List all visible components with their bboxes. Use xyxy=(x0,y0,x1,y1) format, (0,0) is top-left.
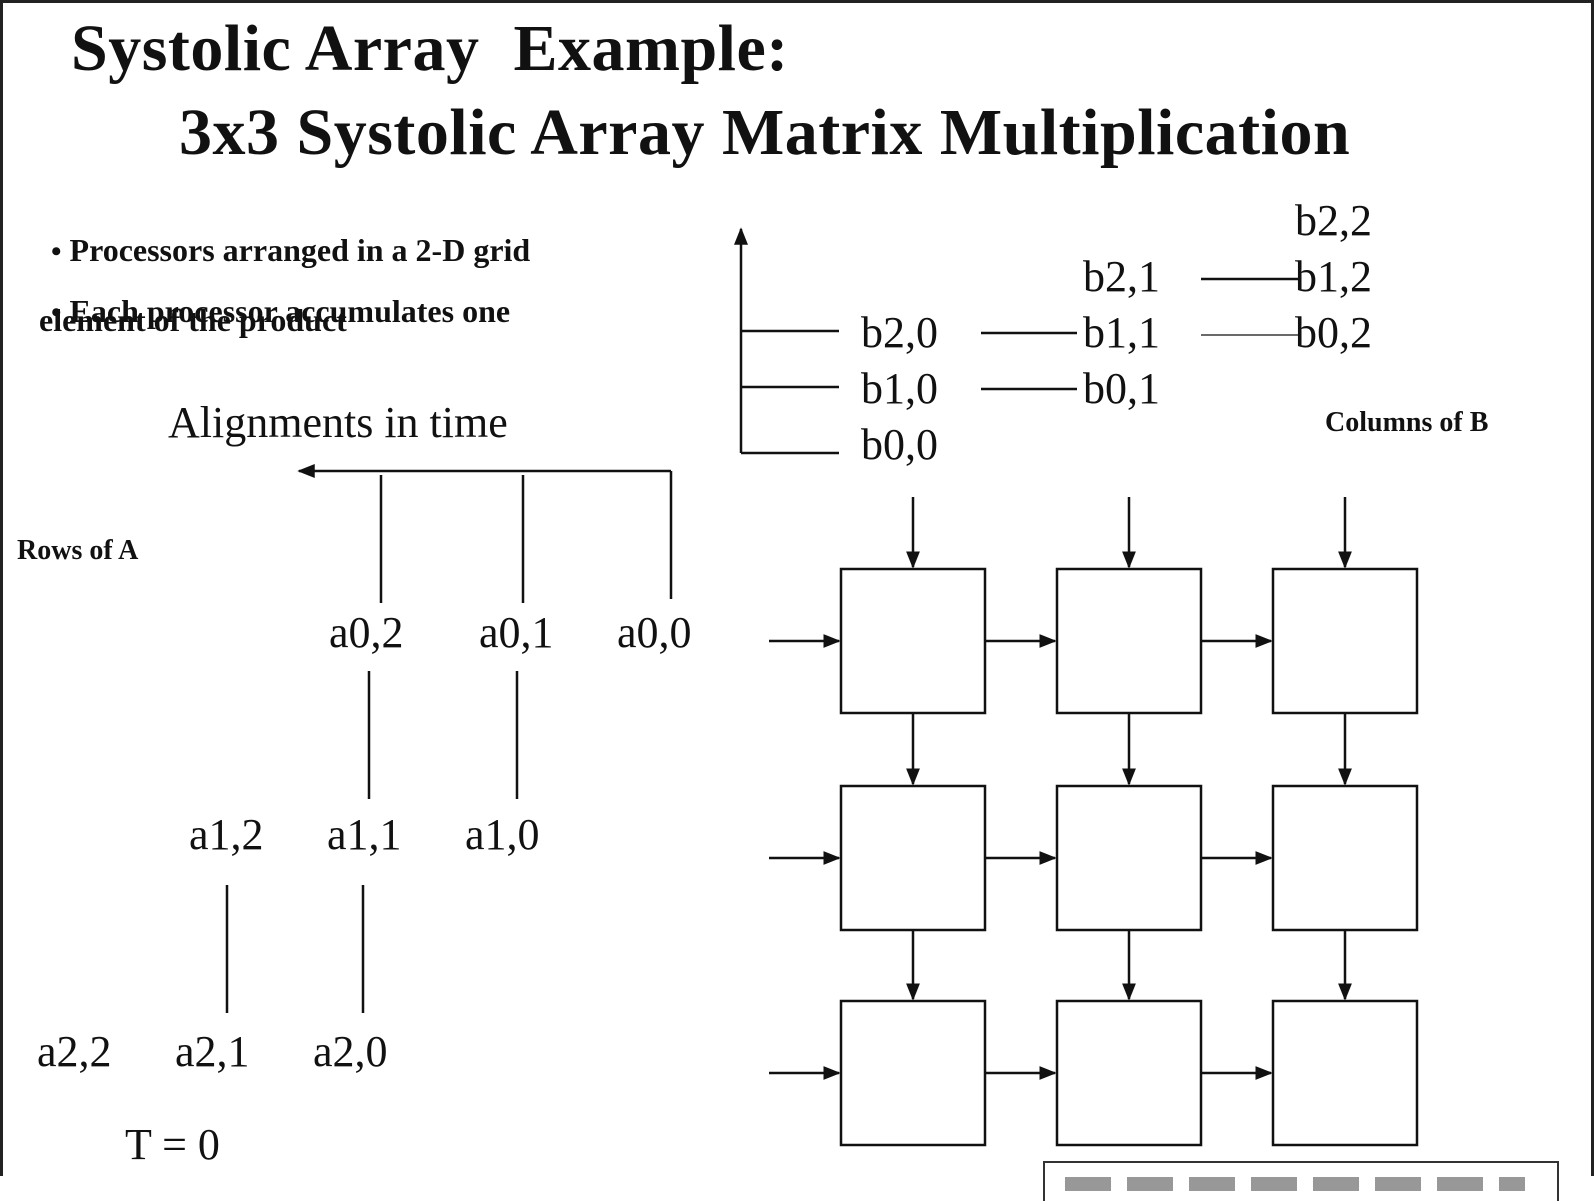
processor-cell xyxy=(839,999,987,1147)
processor-cell xyxy=(1271,784,1419,932)
b-element: b0,0 xyxy=(861,420,938,469)
b-element: b1,0 xyxy=(861,364,938,413)
bullet-2: • Each processor accumulates one xyxy=(19,256,510,367)
processor-cell xyxy=(1055,784,1203,932)
b-element: b1,2 xyxy=(1295,252,1372,301)
a-element: a2,2 xyxy=(37,1027,112,1076)
a-element: a2,1 xyxy=(175,1027,250,1076)
b-element: b2,2 xyxy=(1295,196,1372,245)
title-line-2: 3x3 Systolic Array Matrix Multiplication xyxy=(179,96,1351,169)
processor-cell xyxy=(1055,567,1203,715)
a-element: a0,2 xyxy=(329,608,404,657)
a-element: a1,2 xyxy=(189,810,264,859)
b-element: b2,1 xyxy=(1083,252,1160,301)
title-line-1: Systolic Array Example: xyxy=(71,12,789,85)
bullet-1-text: Processors arranged in a 2-D grid xyxy=(69,232,531,268)
a-element: a2,0 xyxy=(313,1027,388,1076)
a-element: a1,0 xyxy=(465,810,540,859)
time-step-label: T = 0 xyxy=(125,1120,220,1169)
b-element: b2,0 xyxy=(861,308,938,357)
footer-text-cutoff xyxy=(1065,1177,1525,1191)
footer-box xyxy=(1043,1161,1559,1201)
a-element: a1,1 xyxy=(327,810,402,859)
bullet-2-text: Each processor accumulates one xyxy=(69,293,511,329)
rows-of-a-label: Rows of A xyxy=(17,535,139,566)
processor-cell xyxy=(839,784,987,932)
b-element: b0,2 xyxy=(1295,308,1372,357)
b-element: b0,1 xyxy=(1083,364,1160,413)
columns-of-b-label: Columns of B xyxy=(1325,407,1489,438)
a-element: a0,1 xyxy=(479,608,554,657)
bullet-2-continuation: element of the product xyxy=(39,302,347,338)
processor-cell xyxy=(1271,567,1419,715)
processor-cell xyxy=(1055,999,1203,1147)
processor-cell xyxy=(839,567,987,715)
alignments-in-time-label: Alignments in time xyxy=(168,398,508,447)
bullet-dot: • xyxy=(51,235,62,268)
bullet-1: • Processors arranged in a 2-D grid xyxy=(19,195,530,306)
processor-cell xyxy=(1271,999,1419,1147)
b-element: b1,1 xyxy=(1083,308,1160,357)
bullet-dot: • xyxy=(51,296,62,329)
systolic-array-diagram xyxy=(225,227,1419,1147)
a-element: a0,0 xyxy=(617,608,692,657)
